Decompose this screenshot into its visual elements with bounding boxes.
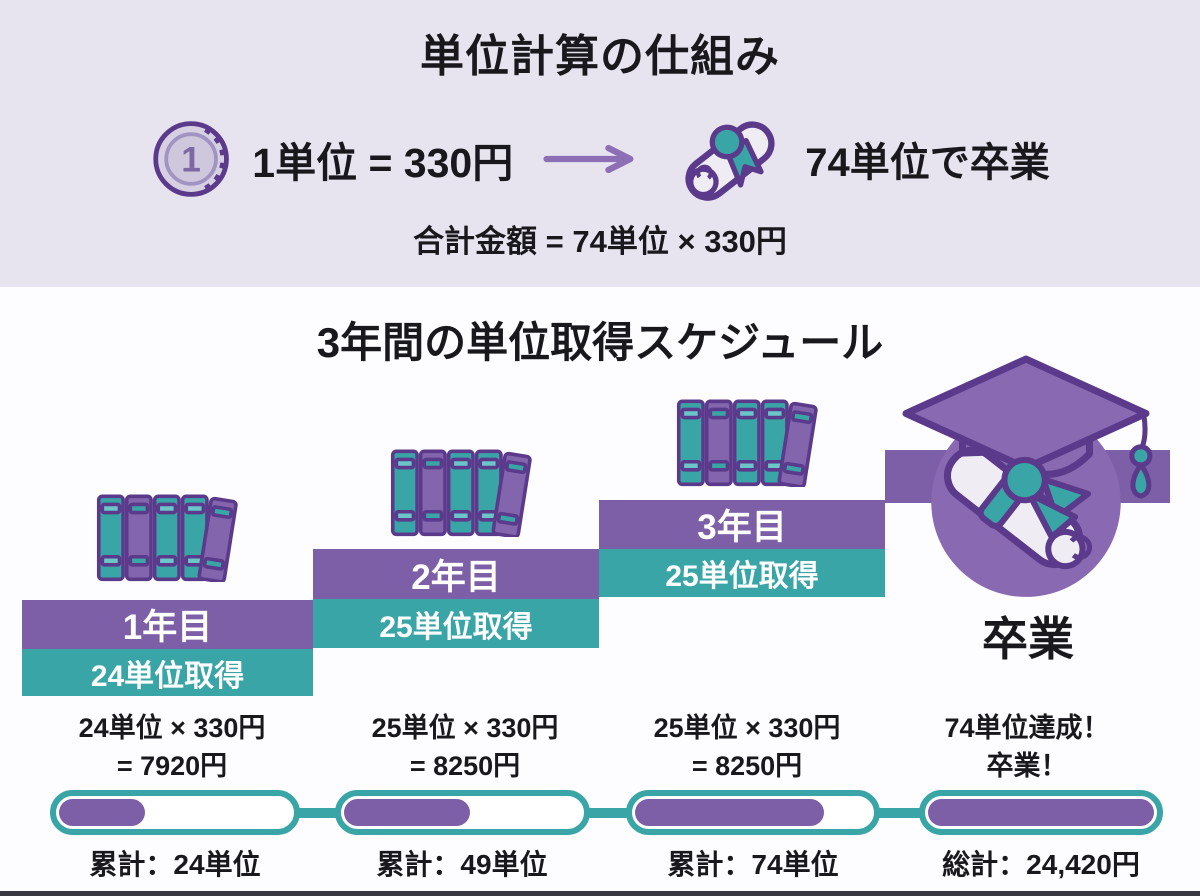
pill-fill — [928, 799, 1154, 826]
pill-track — [928, 799, 1154, 826]
pill-track — [59, 799, 291, 826]
year2-calculation: 25単位 × 330円 = 8250円 — [315, 709, 615, 785]
diploma-icon — [685, 121, 775, 201]
schedule-section: 3年間の単位取得スケジュール — [0, 287, 1200, 896]
cumulative-label-year1: 累計：24単位 — [89, 849, 261, 880]
total-formula-text: 合計金額 = 74単位 × 330円 — [413, 224, 787, 259]
cumulative-label-year2: 累計：49単位 — [376, 849, 548, 880]
pill-fill — [344, 799, 470, 826]
bottom-edge-strip — [0, 891, 1200, 896]
year2-credits-band: 25単位取得 — [313, 599, 599, 648]
coin-icon: 1 — [153, 121, 230, 197]
year3-band: 3年目 — [599, 500, 885, 549]
progress-pill-total — [919, 790, 1163, 835]
top-title: 単位計算の仕組み — [420, 32, 780, 81]
calc-line: 25単位 × 330円 — [371, 713, 559, 743]
progress-connector — [874, 808, 924, 818]
calc-line: = 8250円 — [409, 751, 521, 781]
graduation-cap-diploma-icon — [902, 355, 1153, 597]
year3-calculation: 25単位 × 330円 = 8250円 — [597, 709, 897, 785]
year3-credits-band: 25単位取得 — [599, 549, 885, 597]
year2-band: 2年目 — [313, 549, 599, 599]
unit-formula-row: 1 1単位 = 330円 74単位で卒業 — [0, 98, 1200, 220]
progress-pill-year2 — [335, 790, 590, 835]
pill-fill — [635, 799, 824, 826]
pill-fill — [59, 799, 145, 826]
year1-calculation: 24単位 × 330円 = 7920円 — [22, 709, 322, 785]
graduation-achievement: 74単位達成！ 卒業！ — [877, 709, 1177, 785]
graduation-requirement-text: 74単位で卒業 — [805, 141, 1050, 185]
schedule-title: 3年間の単位取得スケジュール — [316, 319, 884, 366]
books-icon — [96, 494, 238, 582]
pill-track — [344, 799, 581, 826]
arrow-right-icon — [543, 144, 643, 174]
progress-pill-year3 — [626, 790, 880, 835]
graduation-label: 卒業 — [982, 613, 1074, 665]
calc-line: 24単位 × 330円 — [78, 713, 266, 743]
books-icon — [390, 449, 532, 537]
cumulative-label-year3: 累計：74単位 — [667, 849, 839, 880]
year1-credits-band: 24単位取得 — [22, 649, 313, 696]
pill-track — [635, 799, 871, 826]
calc-line: = 7920円 — [116, 751, 228, 781]
calc-line: 卒業！ — [986, 751, 1068, 781]
coin-number: 1 — [182, 140, 202, 179]
unit-calculation-section: 単位計算の仕組み 1 1単位 = 330円 — [0, 0, 1200, 287]
unit-price-text: 1単位 = 330円 — [252, 140, 514, 186]
year1-band: 1年目 — [22, 600, 313, 649]
progress-pill-year1 — [50, 790, 300, 835]
calc-line: = 8250円 — [691, 751, 803, 781]
progress-connector — [294, 808, 340, 818]
progress-connector — [584, 808, 632, 818]
total-cost-label: 総計：24,420円 — [942, 849, 1140, 880]
calc-line: 25単位 × 330円 — [653, 713, 841, 743]
books-icon — [676, 399, 818, 487]
calc-line: 74単位達成！ — [944, 713, 1110, 743]
